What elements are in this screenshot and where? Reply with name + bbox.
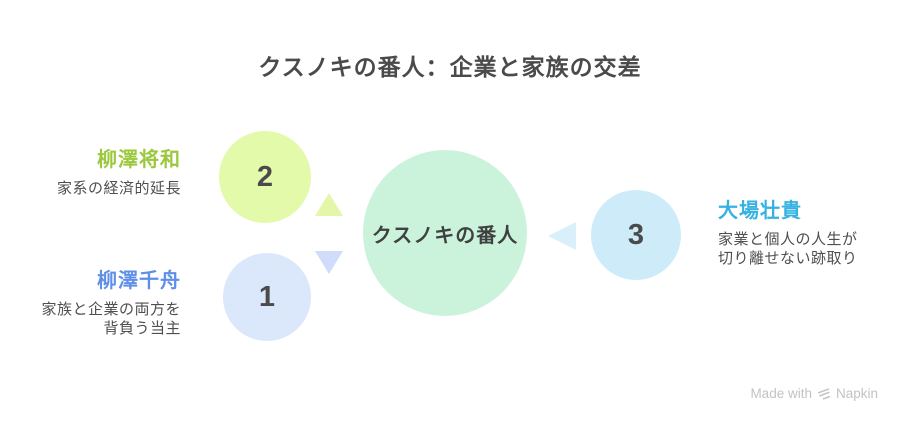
napkin-brand-text: Napkin — [835, 386, 878, 401]
node-description-2: 家系の経済的延長 — [0, 179, 181, 198]
description-line: 家業と個人の人生が — [718, 231, 858, 248]
node-circle-3: 3 — [591, 190, 681, 280]
node-label-block-1: 柳澤千舟 家族と企業の両方を 背負う当主 — [0, 264, 181, 338]
triangle-down-icon — [315, 251, 343, 274]
node-name-3: 大場壮貴 — [718, 200, 802, 222]
description-line: 家系の経済的延長 — [56, 180, 181, 197]
description-line: 家族と企業の両方を — [41, 301, 181, 318]
triangle-left-icon — [548, 222, 576, 250]
node-number-2: 2 — [256, 160, 274, 193]
center-node-label: クスノキの番人 — [371, 224, 519, 247]
napkin-watermark: Made with Napkin — [750, 386, 878, 401]
diagram-title: クスノキの番人：企業と家族の交差 — [258, 54, 642, 80]
description-line: 切り離せない跡取り — [718, 250, 858, 268]
node-number-1: 1 — [258, 280, 276, 313]
node-circle-1: 1 — [223, 253, 311, 341]
center-node: クスノキの番人 — [363, 150, 527, 316]
triangle-up-icon — [315, 193, 343, 216]
node-description-3: 家業と個人の人生が 切り離せない跡取り — [718, 230, 893, 268]
made-with-text: Made with — [750, 386, 812, 401]
node-label-block-2: 柳澤将和 家系の経済的延長 — [0, 143, 181, 198]
node-circle-2: 2 — [219, 131, 311, 223]
napkin-logo-icon — [817, 387, 831, 401]
node-name-2: 柳澤将和 — [97, 149, 181, 171]
description-line: 背負う当主 — [103, 320, 181, 338]
node-description-1: 家族と企業の両方を 背負う当主 — [0, 300, 181, 338]
node-label-block-3: 大場壮貴 家業と個人の人生が 切り離せない跡取り — [718, 194, 893, 268]
node-number-3: 3 — [627, 218, 645, 251]
node-name-1: 柳澤千舟 — [97, 270, 181, 292]
